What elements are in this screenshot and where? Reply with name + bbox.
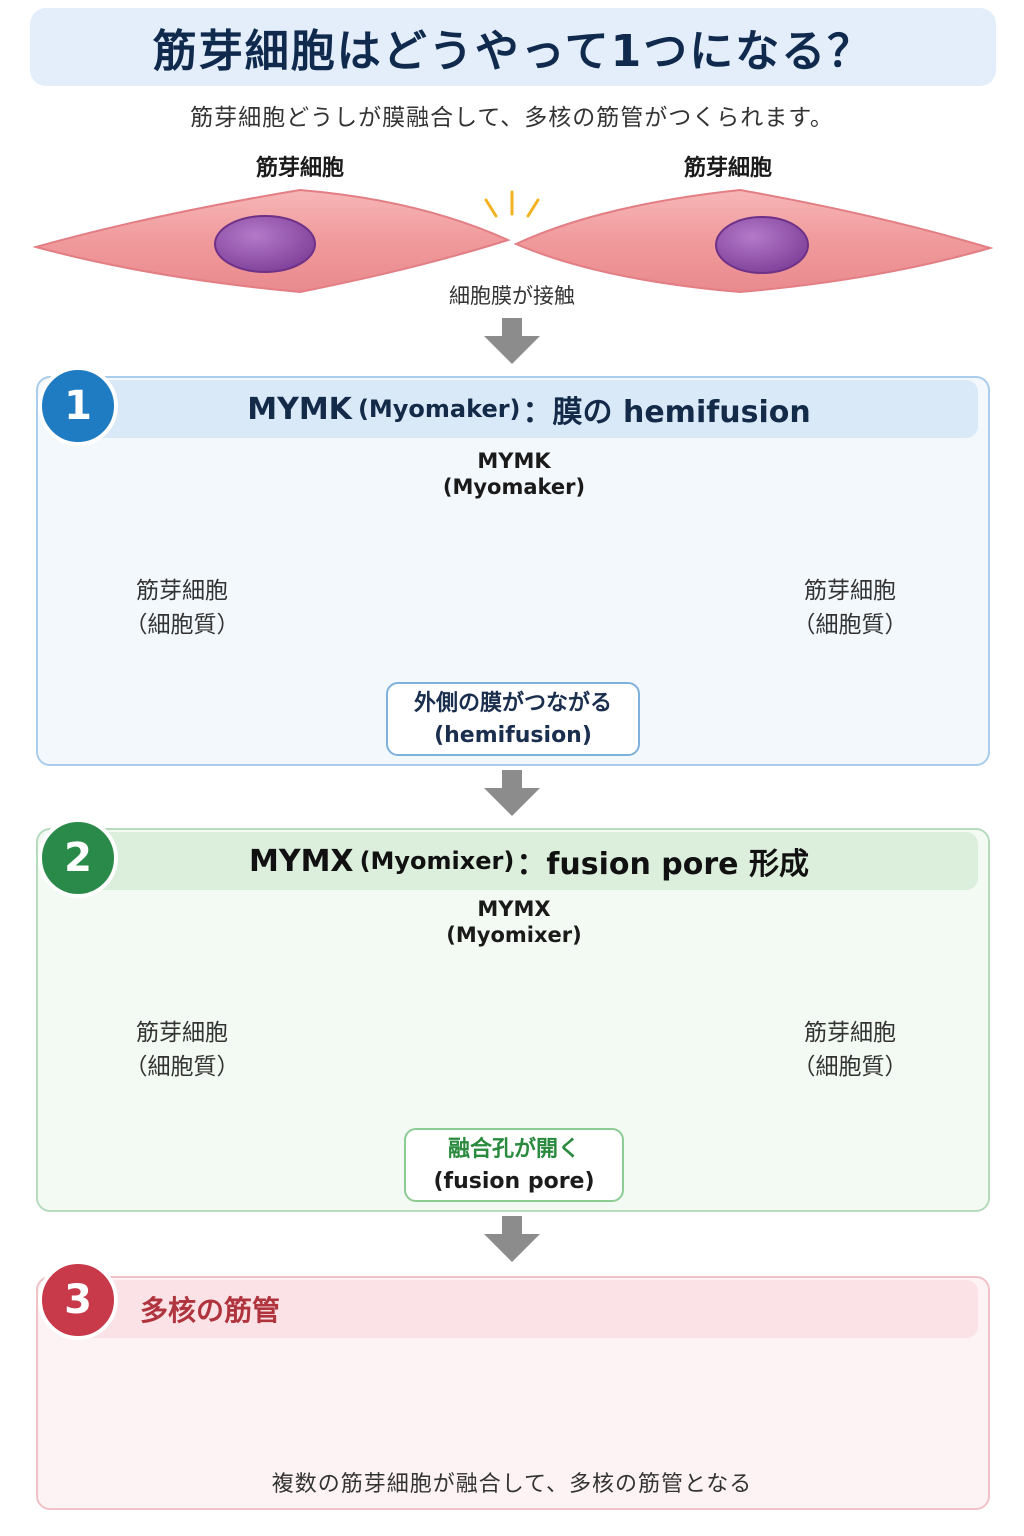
title-bar: 筋芽細胞はどうやって1つになる？ <box>30 8 996 86</box>
step2-heading: MYMX (Myomixer) ：fusion pore 形成 <box>80 832 978 890</box>
hemifusion-callout: 外側の膜がつながる (hemifusion) <box>386 682 640 756</box>
step2-heading-rest: ：fusion pore 形成 <box>516 847 809 882</box>
step1-right-cell-sub: （細胞質） <box>792 612 908 638</box>
hemifusion-callout-line2: (hemifusion) <box>434 723 592 748</box>
mymk-label: MYMK (Myomaker) <box>414 448 614 500</box>
step2-right-cell-name: 筋芽細胞 <box>804 1020 896 1046</box>
step1-right-cell-label: 筋芽細胞 （細胞質） <box>750 574 950 642</box>
step2-right-cell-sub: （細胞質） <box>792 1054 908 1080</box>
step1-number-badge: 1 <box>38 366 118 446</box>
step2-heading-paren: (Myomixer) <box>359 847 515 875</box>
step1-heading-rest: ：膜の hemifusion <box>522 395 811 430</box>
mymx-label-line2: (Myomixer) <box>446 923 582 947</box>
mymx-label: MYMX (Myomixer) <box>414 896 614 948</box>
contact-spark-icon <box>484 190 540 218</box>
step1-left-cell-name: 筋芽細胞 <box>136 578 228 604</box>
down-arrows <box>484 318 540 1262</box>
step2-number-badge: 2 <box>38 818 118 898</box>
top-left-cell-label: 筋芽細胞 <box>255 156 344 181</box>
step2-left-cell-name: 筋芽細胞 <box>136 1020 228 1046</box>
step1-heading: MYMK (Myomaker) ：膜の hemifusion <box>80 380 978 438</box>
step2-right-cell-label: 筋芽細胞 （細胞質） <box>750 1016 950 1084</box>
step3-heading: 多核の筋管 <box>80 1280 978 1338</box>
step2-left-cell-label: 筋芽細胞 （細胞質） <box>82 1016 282 1084</box>
step2-left-cell-sub: （細胞質） <box>124 1054 240 1080</box>
page-title: 筋芽細胞はどうやって1つになる？ <box>152 26 874 77</box>
step2-heading-main: MYMX <box>249 843 354 879</box>
step1-left-cell-label: 筋芽細胞 （細胞質） <box>82 574 282 642</box>
step1-right-cell-name: 筋芽細胞 <box>804 578 896 604</box>
top-left-myoblast <box>32 188 511 294</box>
fusion-pore-callout-line2: (fusion pore) <box>433 1169 595 1194</box>
hemifusion-callout-line1: 外側の膜がつながる <box>413 691 612 716</box>
top-right-cell-label: 筋芽細胞 <box>683 156 772 181</box>
myotube-caption: 複数の筋芽細胞が融合して、多核の筋管となる <box>271 1472 753 1497</box>
top-right-myoblast <box>513 188 994 294</box>
step1-heading-main: MYMK <box>247 391 352 427</box>
page-subtitle: 筋芽細胞どうしが膜融合して、多核の筋管がつくられます。 <box>190 105 834 131</box>
fusion-pore-callout-line1: 融合孔が開く <box>447 1137 580 1162</box>
step1-left-cell-sub: （細胞質） <box>124 612 240 638</box>
fusion-pore-callout: 融合孔が開く (fusion pore) <box>404 1128 624 1202</box>
step3-number-badge: 3 <box>38 1260 118 1340</box>
mymk-label-line1: MYMK <box>477 449 551 473</box>
contact-caption: 細胞膜が接触 <box>449 284 575 308</box>
mymx-label-line1: MYMX <box>477 897 551 921</box>
mymk-label-line2: (Myomaker) <box>442 475 586 499</box>
step1-heading-paren: (Myomaker) <box>357 395 521 423</box>
